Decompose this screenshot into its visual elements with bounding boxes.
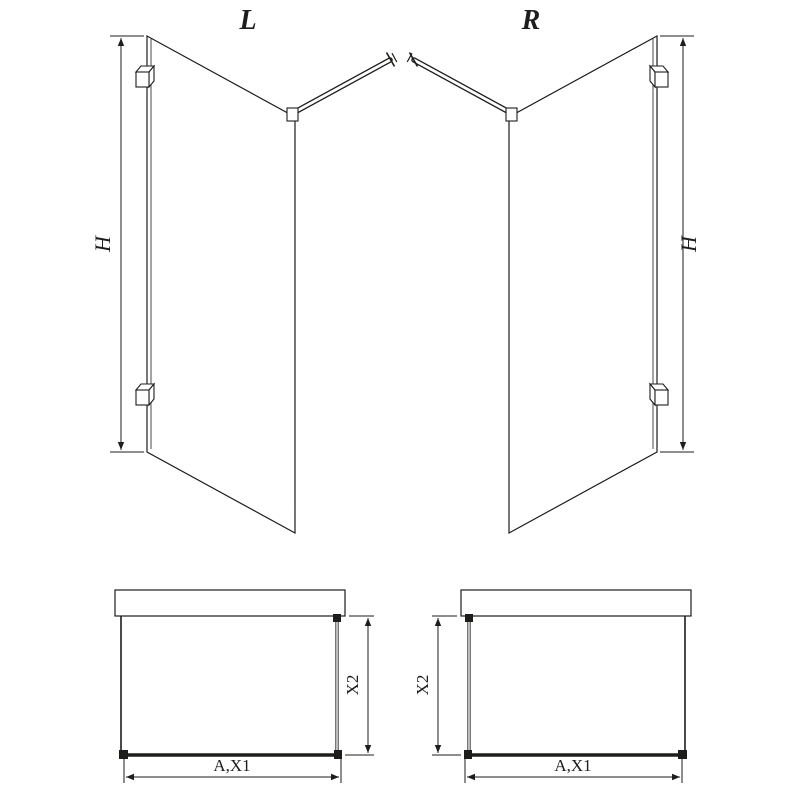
width-dimension-left-plan: A,X1 <box>123 756 342 783</box>
wall-hatch-band <box>460 589 692 617</box>
width-dimension-right-plan: A,X1 <box>464 756 683 783</box>
stabilizer-bar-plan <box>333 614 341 752</box>
wall-hatch-band <box>114 589 346 617</box>
wall-mount-plate <box>391 52 398 63</box>
wall-bracket-top <box>134 64 156 89</box>
variant-l-label: L <box>238 5 256 36</box>
wall-profile-block <box>119 750 128 759</box>
depth-dimension-label: X2 <box>413 675 432 696</box>
wall-bracket-top <box>648 64 670 89</box>
right-variant-3d-view: R H <box>406 5 701 535</box>
variant-r-label: R <box>521 5 541 36</box>
height-dimension-left: H <box>90 35 144 453</box>
glass-panel <box>146 34 296 535</box>
height-dimension-label: H <box>676 235 701 253</box>
corner-connector-block <box>334 750 342 759</box>
right-variant-plan-view: X2 A,X1 <box>413 589 692 783</box>
glass-panel <box>508 34 658 535</box>
depth-dimension-label: X2 <box>343 675 362 696</box>
depth-dimension-right-plan: X2 <box>413 615 461 756</box>
bar-wall-mount <box>333 614 341 622</box>
height-dimension-right: H <box>660 35 701 453</box>
corner-connector-block <box>464 750 472 759</box>
wall-profile-block <box>678 750 687 759</box>
wall-mount-flange <box>385 52 396 67</box>
bar-clamp <box>505 107 518 122</box>
height-dimension-label: H <box>90 235 115 253</box>
width-dimension-label: A,X1 <box>213 756 250 775</box>
stabilizer-bar <box>286 52 398 122</box>
bar-wall-mount <box>465 614 473 622</box>
bar-clamp <box>286 107 299 122</box>
stabilizer-bar <box>406 52 518 122</box>
wall-bracket-bottom <box>134 382 156 407</box>
left-variant-plan-view: X2 A,X1 <box>114 589 374 783</box>
stabilizer-bar-plan <box>465 614 473 752</box>
wall-bracket-bottom <box>648 382 670 407</box>
width-dimension-label: A,X1 <box>554 756 591 775</box>
wall-mount-plate <box>406 52 413 63</box>
left-variant-3d-view: L H <box>90 5 398 535</box>
depth-dimension-left-plan: X2 <box>343 615 374 756</box>
